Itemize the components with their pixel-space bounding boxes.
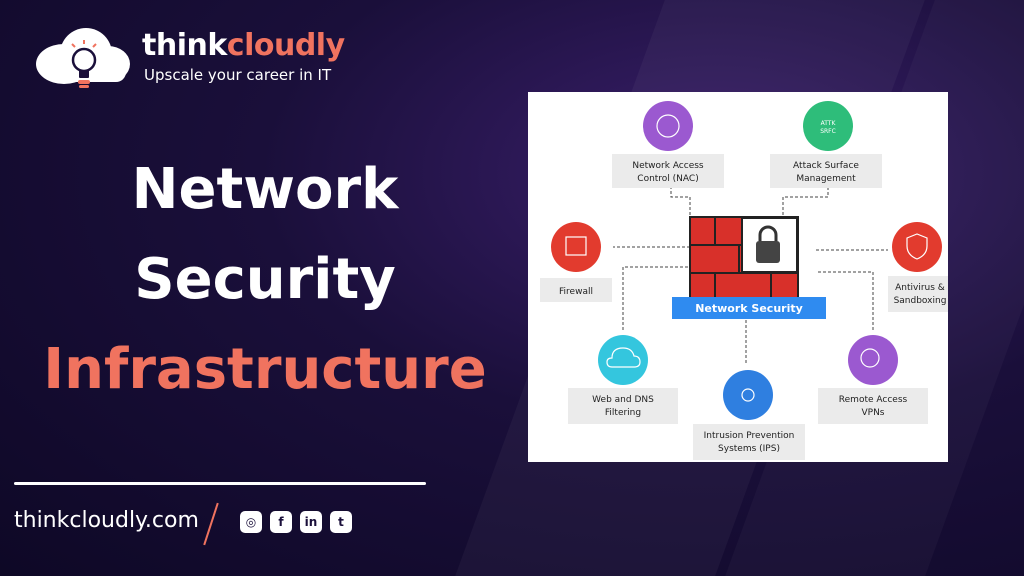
webdns-label-line1: Web and DNS xyxy=(592,395,654,405)
brand-tagline: Upscale your career in IT xyxy=(144,66,332,84)
network-security-banner xyxy=(672,297,826,319)
nac-label-line1: Network Access xyxy=(632,161,704,171)
antivirus-label-line1: Antivirus & xyxy=(895,283,945,293)
nac-label-box xyxy=(612,154,724,188)
linkedin-icon[interactable]: in xyxy=(300,511,322,533)
vpn-label-line1: Remote Access xyxy=(839,395,908,405)
nac-label-line2: Control (NAC) xyxy=(637,174,698,184)
lock-icon xyxy=(756,225,780,263)
remote-access-vpn-icon xyxy=(848,335,898,385)
asm-icon-text2: SRFC xyxy=(820,128,836,135)
firewall-brick-icon xyxy=(689,216,799,300)
brand-name-part1: think xyxy=(142,28,227,63)
center-label: Network Security xyxy=(695,302,803,315)
footer-slash xyxy=(203,502,219,546)
antivirus-icon xyxy=(892,222,942,272)
webdns-label-line2: Filtering xyxy=(605,408,641,418)
vpn-label-line2: VPNs xyxy=(861,408,884,418)
brand-name: thinkcloudly xyxy=(142,28,345,63)
asm-icon-text1: ATTK xyxy=(821,120,837,127)
attack-surface-icon xyxy=(803,101,853,151)
firewall-label-box xyxy=(540,278,612,302)
ips-label-box xyxy=(693,424,805,460)
webdns-label-box xyxy=(568,388,678,424)
footer-divider xyxy=(14,482,426,485)
ips-label-line2: Systems (IPS) xyxy=(718,444,780,454)
asm-label-line2: Management xyxy=(796,174,856,184)
headline-line3: Infrastructure xyxy=(43,337,487,402)
intrusion-prevention-icon xyxy=(723,370,773,420)
firewall-label: Firewall xyxy=(559,287,593,297)
web-dns-filtering-icon xyxy=(598,335,648,385)
ips-label-line1: Intrusion Prevention xyxy=(704,431,795,441)
instagram-icon[interactable]: ◎ xyxy=(240,511,262,533)
twitter-icon[interactable]: t xyxy=(330,511,352,533)
thinkcloudly-logo xyxy=(36,28,130,88)
vpn-label-box xyxy=(818,388,928,424)
headline-line2: Security xyxy=(134,247,396,312)
antivirus-label-box xyxy=(888,276,948,312)
headline-line1: Network xyxy=(131,157,399,222)
network-access-control-icon xyxy=(643,101,693,151)
diagram-svg: Network Security Network Access Control … xyxy=(540,101,948,460)
asm-label-line1: Attack Surface xyxy=(793,161,859,171)
network-security-diagram: Network Security Network Access Control … xyxy=(528,92,948,462)
antivirus-label-line2: Sandboxing xyxy=(894,296,947,306)
asm-label-box xyxy=(770,154,882,188)
brand-name-part2: cloudly xyxy=(226,28,345,63)
website-link[interactable]: thinkcloudly.com xyxy=(14,508,199,533)
diagram-connectors xyxy=(613,188,888,364)
firewall-icon xyxy=(551,222,601,272)
facebook-icon[interactable]: f xyxy=(270,511,292,533)
